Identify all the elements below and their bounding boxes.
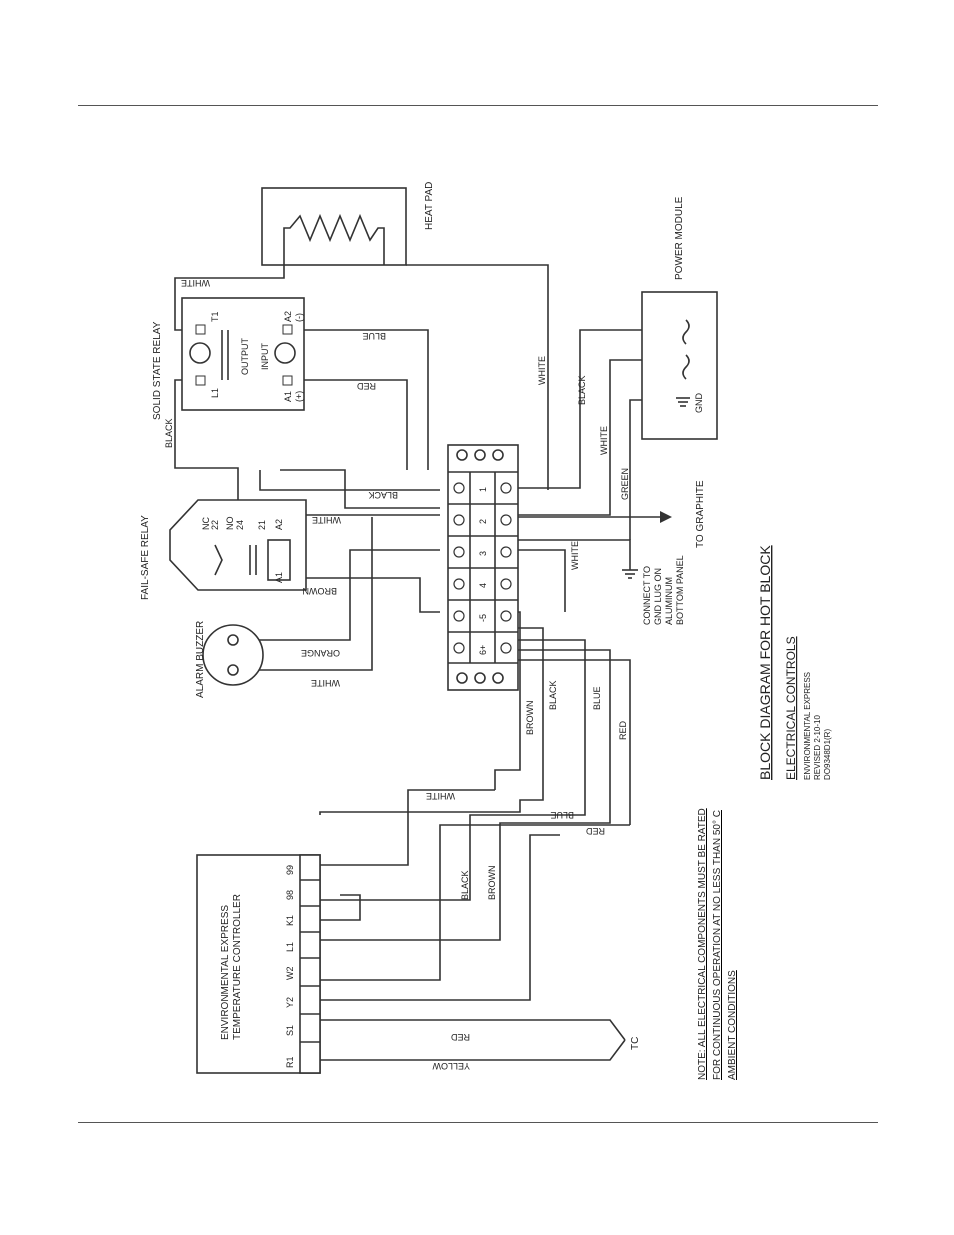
- note-line-1: NOTE: ALL ELECTRICAL COMPONENTS MUST BE …: [697, 808, 708, 1080]
- wire-label-black-ctrl: BLACK: [460, 870, 470, 900]
- ssr-title: SOLID STATE RELAY: [152, 321, 163, 420]
- controller-line2: TEMPERATURE CONTROLLER: [232, 894, 243, 1040]
- wire-label-blue-ssr: BLUE: [362, 331, 386, 341]
- wire-label-yellow-tc: YELLOW: [432, 1061, 470, 1071]
- terminal-block: 1 2 3 4 -5 6+: [447, 444, 519, 691]
- controller-line1: ENVIRONMENTAL EXPRESS: [220, 905, 231, 1040]
- gnd-lug-line-3: ALUMINUM: [664, 577, 674, 625]
- temperature-controller: ENVIRONMENTAL EXPRESS TEMPERATURE CONTRO…: [196, 854, 321, 1074]
- to-graphite-label: TO GRAPHITE: [695, 480, 706, 548]
- controller-r1: R1: [285, 1056, 295, 1068]
- fsr-22: 22: [210, 520, 220, 530]
- gnd-lug-line-4: BOTTOM PANEL: [675, 555, 685, 625]
- heat-pad-label: HEAT PAD: [424, 182, 435, 230]
- note-line-2: FOR CONTINUOUS OPERATION AT NO LESS THAN…: [712, 810, 723, 1080]
- fsr-a1: A1: [274, 572, 284, 583]
- ssr-input: INPUT: [260, 342, 270, 370]
- gnd-label: GND: [694, 393, 704, 414]
- terminal-1: 1: [478, 487, 488, 492]
- company: ENVIRONMENTAL EXPRESS: [803, 672, 812, 780]
- terminal-4: 4: [478, 583, 488, 588]
- gnd-lug-note: CONNECT TO GND LUG ON ALUMINUM BOTTOM PA…: [642, 555, 685, 625]
- note-line-3: AMBIENT CONDITIONS: [727, 970, 738, 1080]
- fsr-a2: A2: [274, 519, 284, 530]
- subtitle: ELECTRICAL CONTROLS: [784, 636, 798, 780]
- wire-label-white-fsr: WHITE: [312, 515, 341, 525]
- fsr-21: 21: [257, 520, 267, 530]
- wire-label-red-tc: RED: [450, 1032, 470, 1042]
- ssr-a1-plus: (+): [294, 391, 304, 402]
- bottom-rule: [78, 1122, 878, 1123]
- alarm-buzzer-label: ALARM BUZZER: [195, 621, 206, 698]
- wire-label-blue-mid: BLUE: [550, 810, 574, 820]
- wire-labels: WHITE BLUE RED BLACK BLACK WHITE BROWN O…: [164, 278, 630, 1071]
- tc-label: TC: [630, 1037, 641, 1050]
- controller-w2: W2: [285, 967, 295, 981]
- wire-label-white-power: WHITE: [599, 426, 609, 455]
- fsr-nc: NC: [201, 517, 211, 530]
- alarm-buzzer: ALARM BUZZER: [195, 621, 264, 698]
- fail-safe-title: FAIL-SAFE RELAY: [140, 515, 151, 600]
- controller-y2: Y2: [285, 997, 295, 1008]
- ssr-t1: T1: [210, 311, 220, 322]
- wire-label-brown-fsr: BROWN: [303, 586, 338, 596]
- wire-label-white-mid: WHITE: [426, 791, 455, 801]
- wire-label-red-mid: RED: [585, 826, 605, 836]
- note: NOTE: ALL ELECTRICAL COMPONENTS MUST BE …: [697, 808, 738, 1080]
- wire-label-red-ssr: RED: [356, 381, 376, 391]
- controller-98: 98: [285, 890, 295, 900]
- wire-label-white-terminal: WHITE: [570, 541, 580, 570]
- gnd-lug-line-2: GND LUG ON: [653, 568, 663, 625]
- power-module-label: POWER MODULE: [674, 196, 685, 280]
- wire-label-white-right: WHITE: [537, 356, 547, 385]
- heat-pad: HEAT PAD: [261, 182, 435, 266]
- title: BLOCK DIAGRAM FOR HOT BLOCK: [757, 545, 773, 780]
- doc-number: DO9348D1(R): [823, 729, 832, 780]
- title-block: BLOCK DIAGRAM FOR HOT BLOCK ELECTRICAL C…: [757, 545, 832, 780]
- fsr-24: 24: [235, 520, 245, 530]
- wire-label-black-lower: BLACK: [548, 680, 558, 710]
- controller-99: 99: [285, 865, 295, 875]
- wire-label-black-power: BLACK: [577, 375, 587, 405]
- wire-label-white-buzzer: WHITE: [311, 678, 340, 688]
- terminal-3: 3: [478, 551, 488, 556]
- terminal-2: 2: [478, 519, 488, 524]
- ssr-output: OUTPUT: [240, 338, 250, 376]
- wire-label-brown-ctrl: BROWN: [487, 866, 497, 901]
- wire-label-brown-lower: BROWN: [525, 701, 535, 736]
- wire-label-black-terminal: BLACK: [368, 490, 398, 500]
- top-rule: [78, 105, 878, 106]
- wire-label-green: GREEN: [620, 468, 630, 500]
- ssr-l1: L1: [210, 388, 220, 398]
- terminal-5: -5: [478, 614, 488, 622]
- ssr-a1: A1: [283, 391, 293, 402]
- wire-label-blue-lower: BLUE: [592, 686, 602, 710]
- wire-label-black-ssr: BLACK: [164, 418, 174, 448]
- terminal-6: 6+: [478, 645, 488, 655]
- controller-k1: K1: [285, 915, 295, 926]
- revised: REVISED 2-10-10: [813, 715, 822, 780]
- gnd-lug-line-1: CONNECT TO: [642, 566, 652, 625]
- ssr-a2-minus: (-): [294, 313, 304, 322]
- solid-state-relay: SOLID STATE RELAY L1 T1 OUTPUT INPUT A1 …: [152, 297, 305, 420]
- power-module: POWER MODULE GND: [641, 196, 718, 440]
- controller-s1: S1: [285, 1025, 295, 1036]
- fsr-no: NO: [225, 517, 235, 531]
- fail-safe-relay: FAIL-SAFE RELAY NC 22 NO 24 21 A2 A1: [140, 499, 307, 600]
- wire-label-white-heatpad: WHITE: [181, 278, 210, 288]
- wire-label-red-lower: RED: [618, 720, 628, 740]
- wire-label-orange: ORANGE: [301, 648, 340, 658]
- ssr-a2: A2: [283, 311, 293, 322]
- controller-l1: L1: [285, 942, 295, 952]
